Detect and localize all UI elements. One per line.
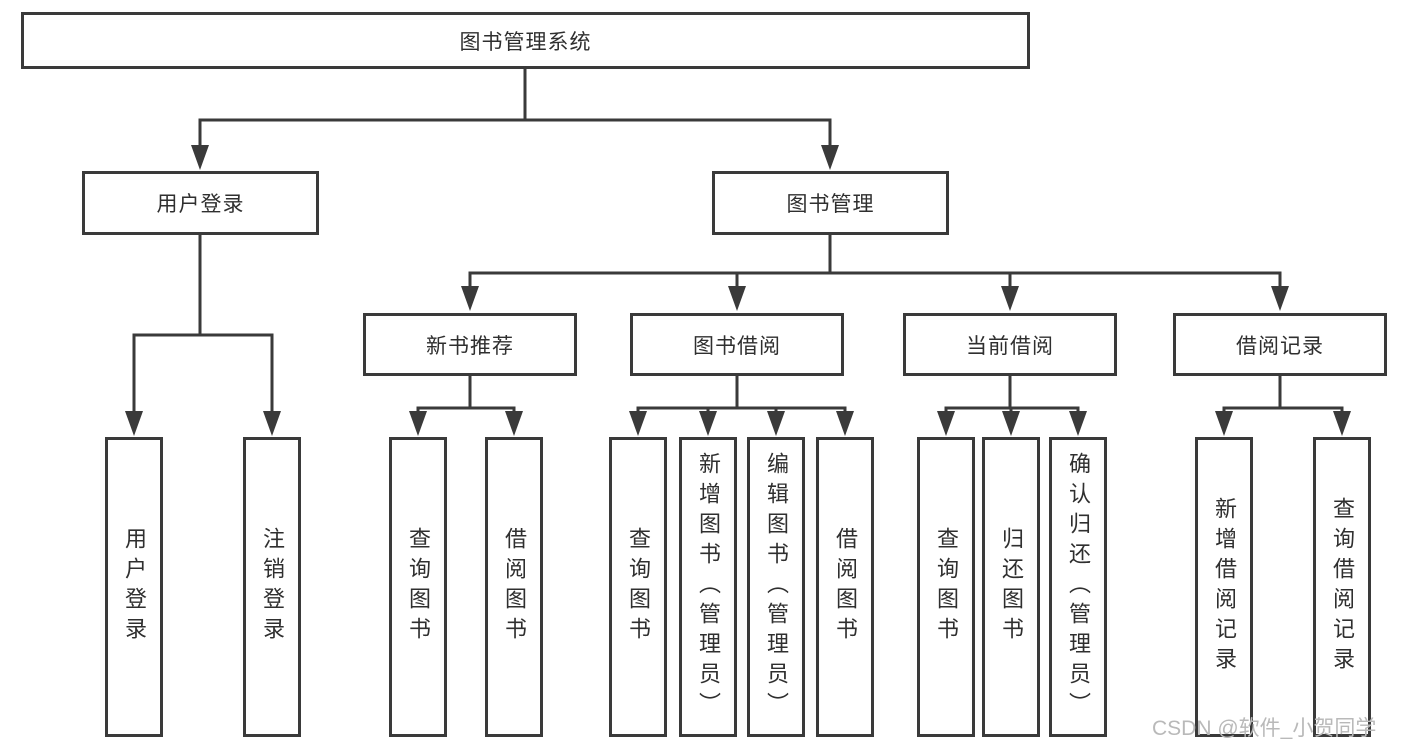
leaf-query-books-borrow: 查询图书 [609,437,667,737]
leaf-label: 查询图书 [626,527,651,647]
leaf-label: 新增图书（管理员） [696,452,721,722]
leaf-label: 借阅图书 [833,527,858,647]
leaf-add-borrow-record: 新增借阅记录 [1195,437,1253,737]
leaf-user-login: 用户登录 [105,437,163,737]
leaf-logout: 注销登录 [243,437,301,737]
leaf-query-books-recommend: 查询图书 [389,437,447,737]
csdn-watermark: CSDN @软件_小贺同学 [1152,717,1377,740]
leaf-label: 注销登录 [260,527,285,647]
leaf-label: 查询图书 [934,527,959,647]
node-library-management-system: 图书管理系统 [21,12,1030,69]
leaf-edit-books-admin: 编辑图书（管理员） [747,437,805,737]
leaf-add-books-admin: 新增图书（管理员） [679,437,737,737]
leaf-borrow-books-recommend: 借阅图书 [485,437,543,737]
node-user-login: 用户登录 [82,171,319,235]
node-borrowing-records: 借阅记录 [1173,313,1387,376]
node-new-book-recommendation: 新书推荐 [363,313,577,376]
node-book-management: 图书管理 [712,171,949,235]
leaf-label: 归还图书 [999,527,1024,647]
leaf-borrow-books: 借阅图书 [816,437,874,737]
leaf-label: 新增借阅记录 [1212,497,1237,677]
leaf-query-borrow-record: 查询借阅记录 [1313,437,1371,737]
node-current-borrowing: 当前借阅 [903,313,1117,376]
leaf-query-books-current: 查询图书 [917,437,975,737]
leaf-label: 查询借阅记录 [1330,497,1355,677]
leaf-label: 编辑图书（管理员） [764,452,789,722]
leaf-label: 借阅图书 [502,527,527,647]
node-book-borrowing: 图书借阅 [630,313,844,376]
leaf-label: 用户登录 [122,527,147,647]
leaf-label: 查询图书 [406,527,431,647]
leaf-return-books: 归还图书 [982,437,1040,737]
leaf-label: 确认归还（管理员） [1066,452,1091,722]
leaf-confirm-return-admin: 确认归还（管理员） [1049,437,1107,737]
